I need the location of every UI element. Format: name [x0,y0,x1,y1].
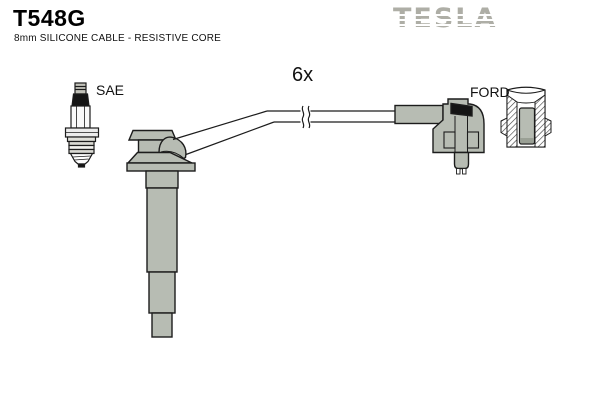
cable-spec-line: 8mm SILICONE CABLE - RESISTIVE CORE [14,33,222,44]
connector-cross-section-icon [500,86,552,148]
cable-break-icon [301,105,305,129]
part-number: T548G [13,5,86,31]
logo-stripe-decoration [391,24,500,26]
plug-type-label: SAE [96,82,125,98]
spark-plug-icon [64,82,100,168]
tesla-logo: TESLA [391,3,500,34]
coil-boot-icon [126,129,196,338]
tesla-logo-text: TESLA [393,3,497,34]
quantity-label: 6x [292,64,314,86]
cable-break-icon [307,105,311,129]
logo-stripe-decoration [391,19,500,21]
elbow-connector-icon [394,98,485,175]
ignition-cable-icon [172,105,396,156]
logo-stripe-decoration [391,14,500,16]
connector-type-label: FORD [470,84,510,100]
